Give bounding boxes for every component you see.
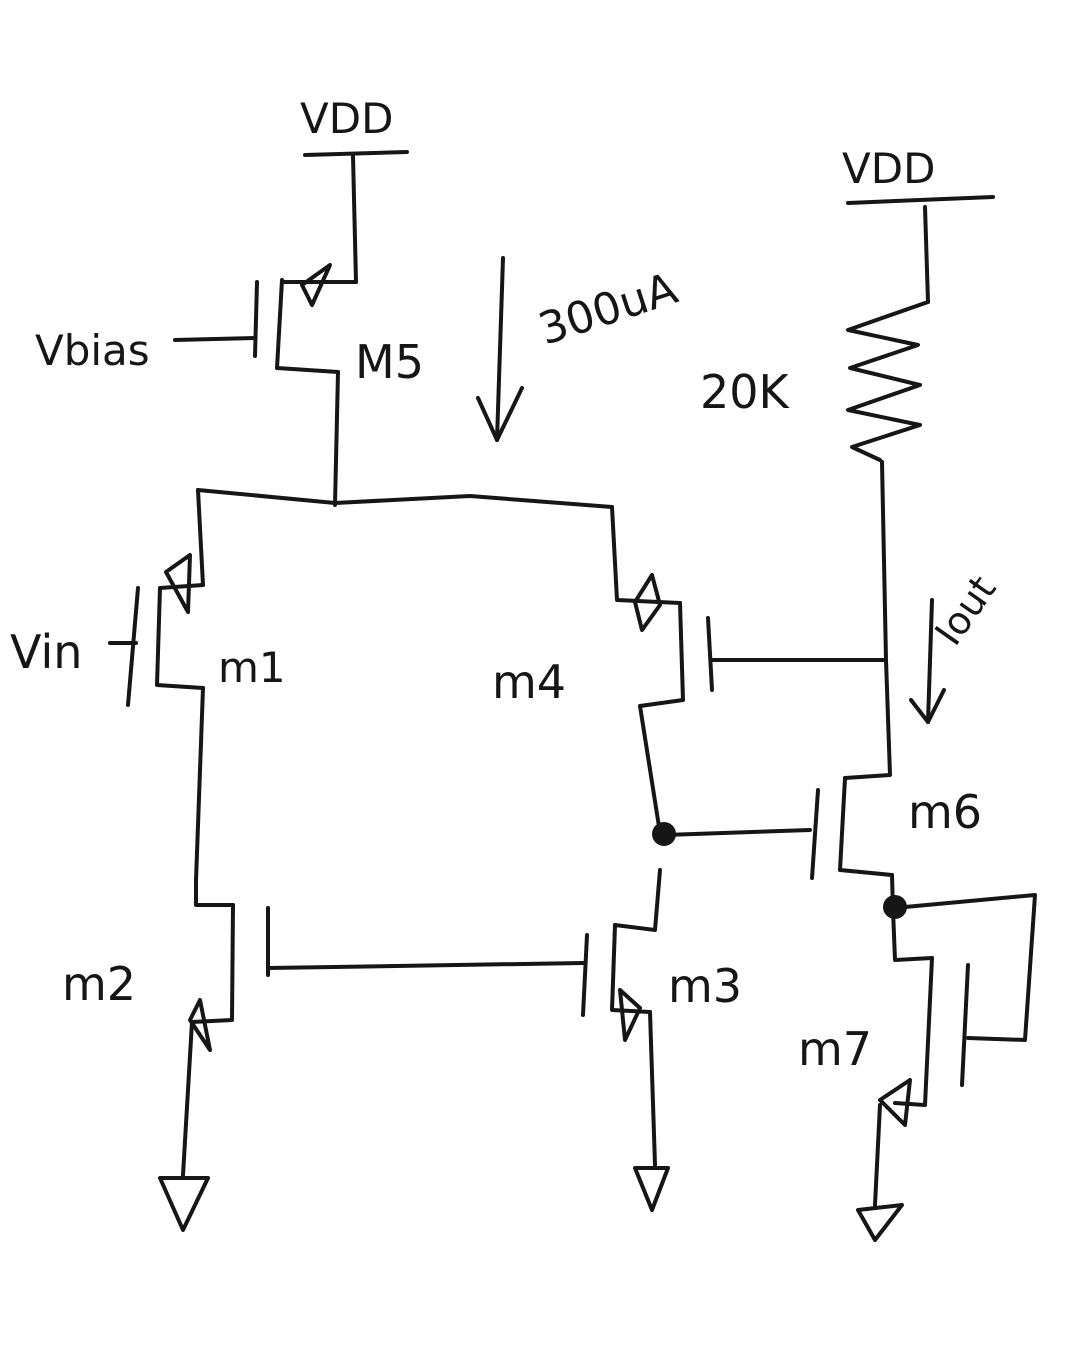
ground-symbol-right — [856, 1203, 904, 1242]
transistor-m4 — [610, 505, 885, 835]
vdd-left-supply — [303, 150, 409, 284]
iout-label: Iout — [926, 568, 1004, 653]
ground-symbol-middle — [633, 1166, 670, 1212]
m1-label: m1 — [218, 643, 286, 692]
m7-label: m7 — [798, 1022, 872, 1076]
transistor-m6 — [663, 658, 895, 912]
vbias-label: Vbias — [35, 326, 150, 375]
m4-label: m4 — [492, 655, 566, 709]
vdd-left-label: VDD — [300, 94, 393, 143]
transistor-m1 — [108, 488, 205, 882]
vin-label: Vin — [10, 625, 82, 679]
resistor-label: 20K — [700, 365, 791, 419]
node-dot-m4-m3 — [652, 822, 676, 846]
current-label: 300uA — [533, 263, 684, 355]
m2-label: m2 — [62, 957, 136, 1011]
iout-arrow — [909, 598, 946, 724]
resistor-20k — [846, 300, 930, 662]
transistor-m3 — [581, 868, 662, 1167]
vdd-right-label: VDD — [842, 144, 935, 193]
transistor-m2 — [181, 878, 585, 1177]
node-dot-m6-m7 — [883, 895, 907, 919]
transistor-m5 — [173, 263, 358, 507]
tail-current-arrow — [476, 256, 524, 442]
m5-label: M5 — [355, 335, 424, 389]
m6-label: m6 — [908, 785, 982, 839]
ground-symbol-left — [158, 1176, 210, 1232]
tail-node-wire — [196, 488, 614, 509]
vdd-right-supply — [846, 195, 995, 304]
transistor-m7 — [873, 893, 1037, 1207]
m3-label: m3 — [668, 959, 742, 1013]
